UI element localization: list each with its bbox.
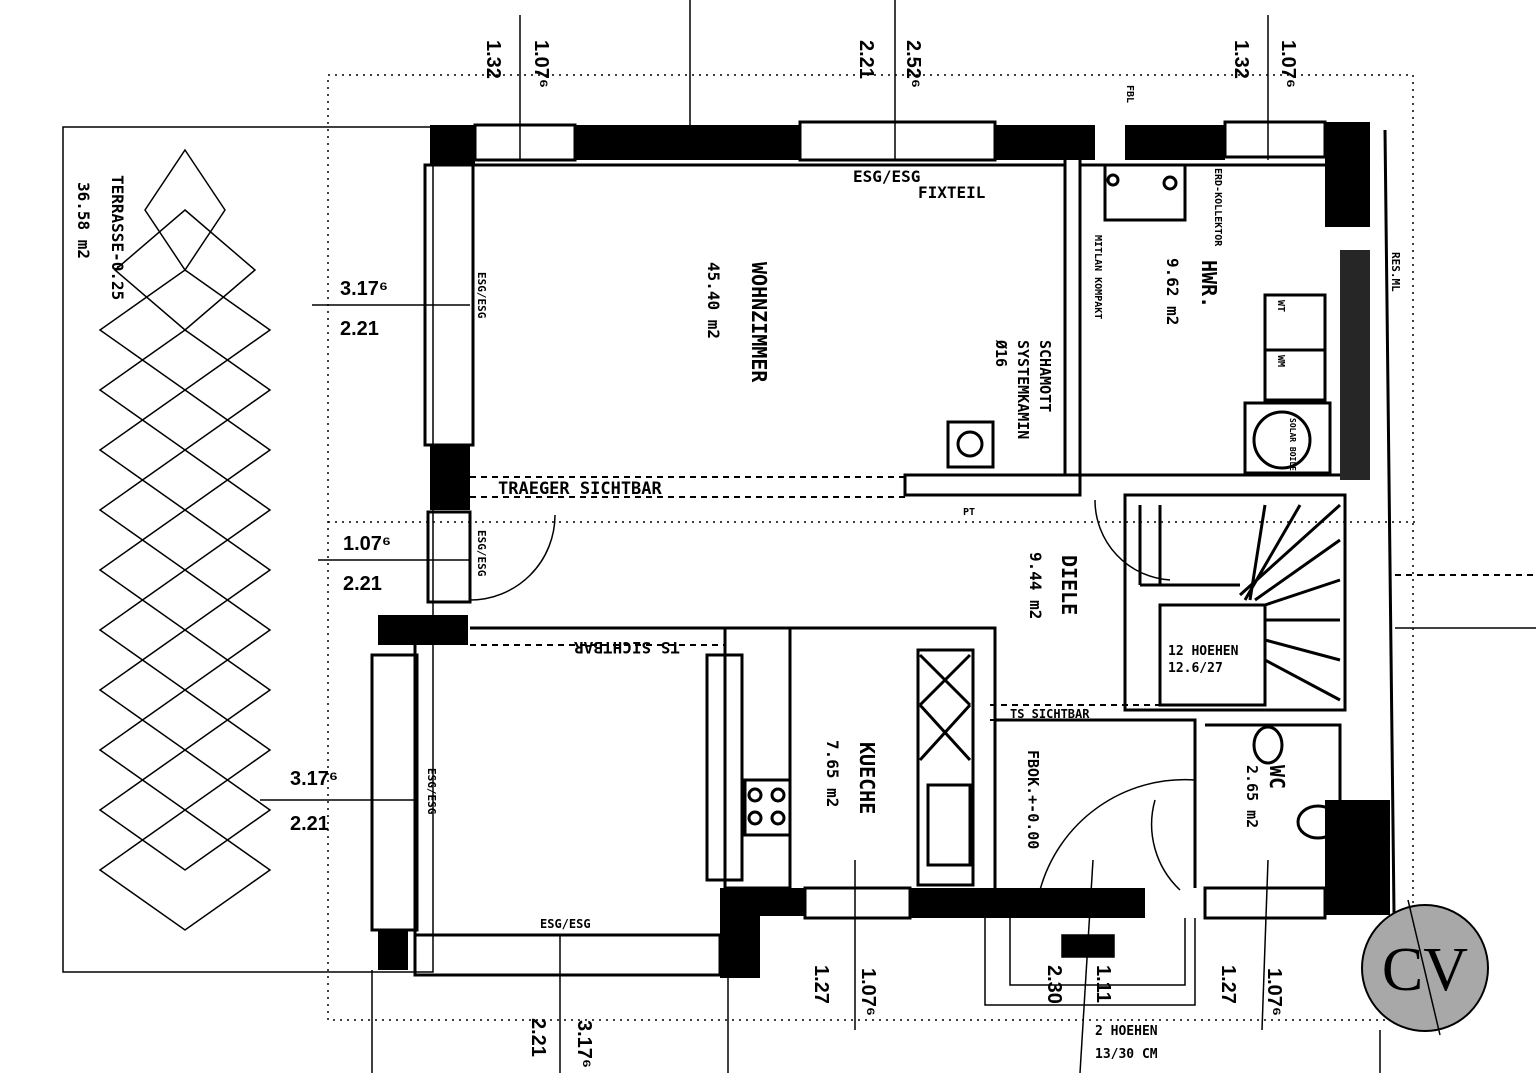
staircase [1123,493,1347,712]
room-area-kueche: 7.65 m2 [823,740,842,807]
dimension-value: 2.21 [855,40,877,79]
room-name-terrasse: TERRASSE-0.25 [108,175,127,300]
note-kompakt: MITLAN KOMPAKT [1092,235,1103,319]
room-area-terrasse: 36.58 m2 [74,182,93,259]
dimension-value: 2.21 [290,813,329,835]
dimension-value: 1.32 [482,40,504,79]
dimension-value: 1.07⁶ [1277,40,1299,88]
note-esg: ESG/ESG [540,917,591,931]
dimension-value: 1.27 [1217,965,1239,1004]
wc-fittings [1252,725,1340,840]
dimension-value: 1.07⁶ [1263,968,1285,1016]
note-stairs: 12.6/27 [1168,661,1223,676]
lattice-diamond [98,749,272,871]
room-name-diele: DIELE [1057,555,1081,615]
note-kamin: SYSTEMKAMIN [1014,340,1032,439]
note-esg: ESG/ESG [853,167,920,186]
room-area-wohnzimmer: 45.40 m2 [704,262,723,339]
dimension-value: 1.07⁶ [343,533,391,555]
dimension-value: 3.17⁶ [340,278,388,300]
note-esg: ESG/ESG [475,530,488,577]
note-traeger: TS SICHTBAR [574,638,680,657]
room-name-wc: WC [1265,765,1289,789]
dimension-value: 1.11 [1092,965,1114,1003]
note-stairs: 12 HOEHEN [1168,644,1239,659]
note-wm: WM [1275,355,1286,367]
note-traeger: TRAEGER SICHTBAR [498,479,663,499]
room-area-wc: 2.65 m2 [1243,765,1261,828]
utility-fittings [946,163,1332,475]
dimension-value: 2.21 [527,1018,549,1057]
note-floor-level: FBOK.+-0.00 [1024,750,1042,849]
note-kamin: Ø16 [992,339,1010,367]
dimension-lines [260,0,1381,1073]
dimension-value: 2.21 [343,573,382,595]
room-name-wohnzimmer: WOHNZIMMER [747,262,771,383]
note-wt: WT [1275,300,1286,312]
room-area-diele: 9.44 m2 [1026,552,1045,619]
note-esg: ESG/ESG [475,272,488,319]
dimension-value: 2.52⁶ [902,40,924,88]
terrace [62,126,434,973]
dimension-value: 1.27 [810,965,832,1004]
logo: CV [1361,899,1489,1036]
note-traeger: TS SICHTBAR [1010,707,1090,721]
dimension-value: 1.32 [1230,40,1252,79]
doors [469,499,1196,891]
note-steps: 13/30 CM [1095,1047,1158,1062]
note-kamin: SCHAMOTT [1036,340,1054,412]
room-area-hwr: 9.62 m2 [1163,258,1182,325]
walls [370,120,1397,1001]
dimension-value: 1.07⁶ [857,968,879,1016]
dimension-value: 2.30 [1043,965,1065,1004]
note-steps: 2 HOEHEN [1095,1024,1158,1039]
logo-text: CV [1382,936,1468,1004]
dimension-value: 3.17⁶ [573,1020,595,1068]
dimension-value: 1.07⁶ [530,40,552,88]
dimension-value: 3.17⁶ [290,768,338,790]
note-res: RES.ML [1389,252,1402,292]
room-name-kueche: KUECHE [855,742,879,814]
lattice-diamond [98,809,272,931]
room-name-hwr: HWR. [1197,260,1221,308]
dimension-value: 2.21 [340,318,379,340]
note-boiler: SOLAR BOILER [1288,418,1297,476]
note-fixteil: FIXTEIL [918,183,985,202]
note-fbl: FBL [1124,85,1135,103]
note-pt: PT [963,507,975,518]
note-esg: ESG/ESG [425,768,438,815]
kitchen-fittings [705,626,975,890]
note-kollektor: ERD-KOLLEKTOR [1212,168,1223,247]
